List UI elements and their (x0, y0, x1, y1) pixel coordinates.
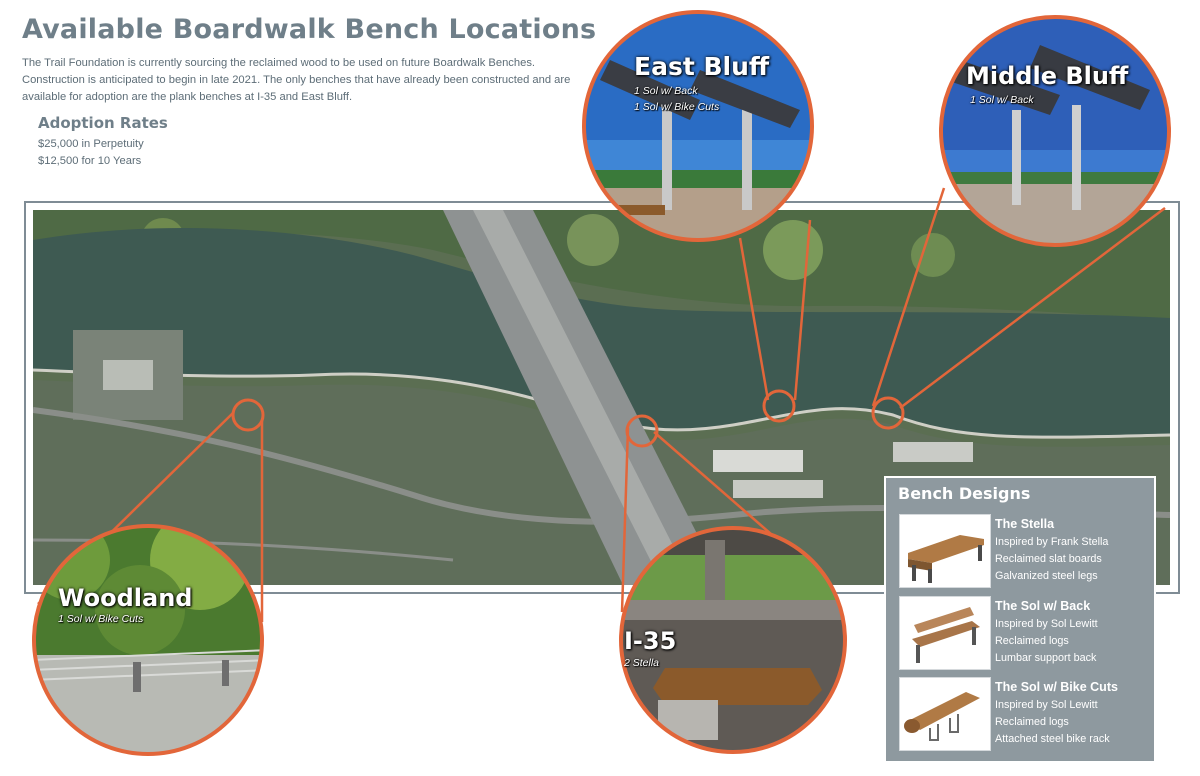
sol-bike-cuts-bench-icon (899, 677, 991, 751)
stella-line-2: Reclaimed slat boards (995, 553, 1102, 565)
woodland-detail-1: 1 Sol w/ Bike Cuts (58, 613, 144, 625)
east-bluff-detail-1: 1 Sol w/ Back (634, 85, 698, 97)
woodland-label: Woodland (58, 584, 193, 612)
sol-bike-cuts-name: The Sol w/ Bike Cuts (995, 680, 1118, 694)
bench-designs-panel: Bench Designs The Stella Inspired by Fra… (884, 476, 1156, 763)
i35-ring (619, 526, 847, 754)
stella-name: The Stella (995, 517, 1055, 531)
middle-bluff-label: Middle Bluff (966, 62, 1129, 90)
woodland-ring (32, 524, 264, 756)
east-bluff-ring (582, 10, 814, 242)
i35-label: I-35 (624, 627, 677, 655)
woodland-photo (34, 526, 262, 754)
sol-back-line-2: Reclaimed logs (995, 635, 1069, 647)
sol-back-line-3: Lumbar support back (995, 652, 1097, 664)
intro-paragraph: The Trail Foundation is currently sourci… (22, 57, 571, 103)
design-sol-bike-cuts: The Sol w/ Bike Cuts Inspired by Sol Lew… (899, 677, 1153, 753)
sol-back-line-1: Inspired by Sol Lewitt (995, 618, 1098, 630)
east-bluff-detail-2: 1 Sol w/ Bike Cuts (634, 101, 720, 113)
middle-bluff-detail-1: 1 Sol w/ Back (970, 94, 1034, 106)
sol-back-bench-icon (899, 596, 991, 670)
design-stella: The Stella Inspired by Frank Stella Recl… (899, 514, 1153, 590)
adoption-rates-title: Adoption Rates (38, 114, 168, 132)
bench-designs-title: Bench Designs (898, 484, 1031, 503)
rate-ten-years: $12,500 for 10 Years (38, 155, 142, 167)
sol-back-name: The Sol w/ Back (995, 599, 1091, 613)
stella-line-3: Galvanized steel legs (995, 570, 1098, 582)
i35-detail-1: 2 Stella (624, 657, 660, 669)
stella-line-1: Inspired by Frank Stella (995, 536, 1109, 548)
east-bluff-label: East Bluff (634, 52, 770, 81)
stella-bench-icon (899, 514, 991, 588)
sol-bike-cuts-line-1: Inspired by Sol Lewitt (995, 699, 1098, 711)
sol-bike-cuts-line-2: Reclaimed logs (995, 716, 1069, 728)
page-title: Available Boardwalk Bench Locations (22, 14, 597, 45)
middle-bluff-ring (939, 15, 1171, 247)
rate-perpetuity: $25,000 in Perpetuity (38, 138, 144, 150)
sol-bike-cuts-line-3: Attached steel bike rack (995, 733, 1110, 745)
design-sol-back: The Sol w/ Back Inspired by Sol Lewitt R… (899, 596, 1153, 672)
